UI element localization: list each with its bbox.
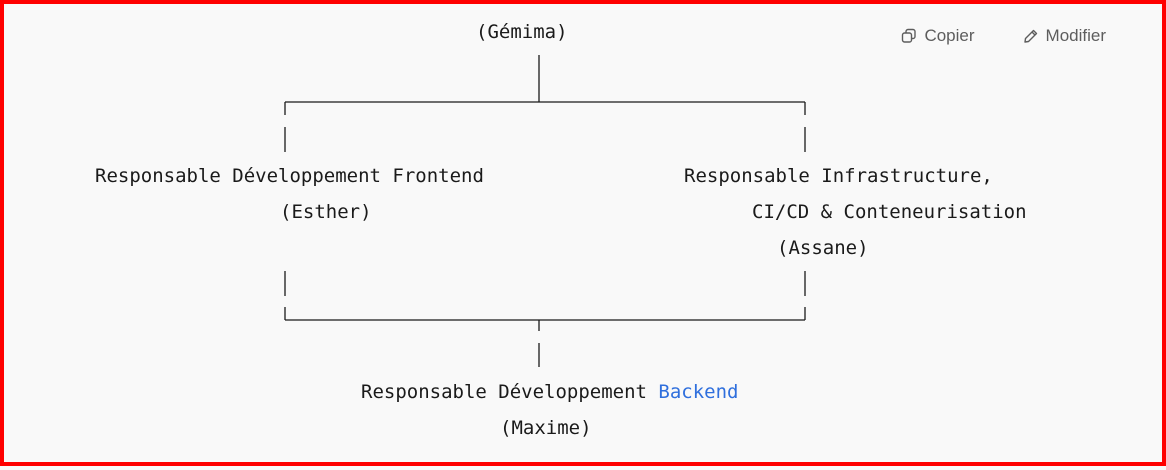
org-chart: (Gémima) Responsable Développement Front… bbox=[4, 4, 1162, 462]
copy-icon bbox=[902, 28, 917, 43]
node-right-title-1: Responsable Infrastructure, bbox=[684, 165, 993, 187]
copy-button-label: Copier bbox=[924, 26, 975, 45]
node-left-title: Responsable Développement Frontend bbox=[95, 165, 484, 187]
edit-button-label: Modifier bbox=[1045, 26, 1106, 45]
org-chart-connectors bbox=[284, 55, 806, 367]
node-right-title-2: CI/CD & Conteneurisation bbox=[752, 201, 1027, 223]
node-top-name: (Gémima) bbox=[476, 21, 568, 43]
edit-button[interactable]: Modifier bbox=[1023, 26, 1106, 46]
node-bottom-title: Responsable Développement Backend bbox=[361, 374, 739, 410]
pencil-icon bbox=[1023, 29, 1037, 43]
copy-button[interactable]: Copier bbox=[901, 26, 975, 46]
node-bottom-title-prefix: Responsable Développement bbox=[361, 381, 659, 403]
code-toolbar: Copier Modifier bbox=[901, 26, 1106, 46]
node-bottom-title-highlight: Backend bbox=[658, 381, 739, 403]
node-bottom-name: (Maxime) bbox=[500, 417, 592, 439]
node-right-name: (Assane) bbox=[777, 237, 869, 259]
node-left-name: (Esther) bbox=[280, 201, 372, 223]
